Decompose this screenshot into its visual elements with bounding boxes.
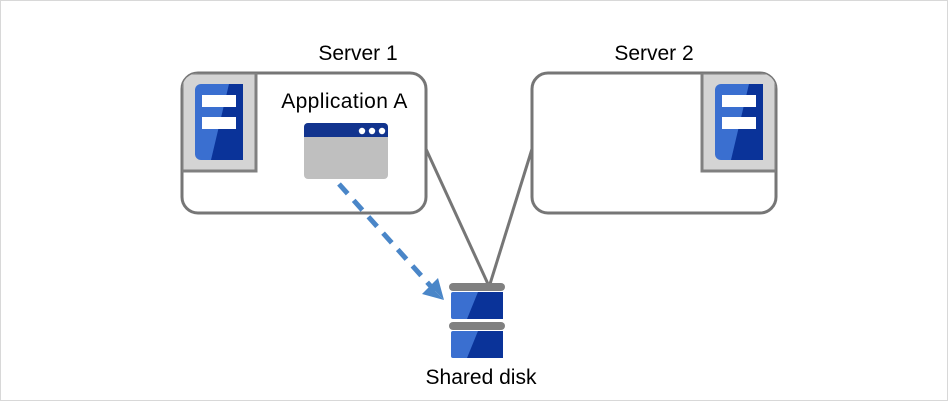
application-window-icon[interactable] bbox=[304, 123, 388, 179]
connector-server2-to-disk bbox=[488, 148, 534, 285]
server1-server-icon bbox=[182, 73, 258, 173]
dashed-arrow-app-to-disk bbox=[337, 182, 444, 300]
window-dot-2 bbox=[368, 127, 376, 135]
window-dot-3 bbox=[378, 127, 386, 135]
server1-title: Server 1 bbox=[318, 42, 398, 65]
disk-bar-bottom bbox=[449, 322, 505, 330]
application-a-label: Application A bbox=[281, 90, 408, 113]
shared-disk-icon[interactable] bbox=[449, 283, 505, 358]
connector-server1-to-disk bbox=[424, 148, 490, 285]
shared-disk-label: Shared disk bbox=[425, 366, 537, 389]
server2-server-icon bbox=[700, 73, 776, 173]
server2-title: Server 2 bbox=[614, 42, 694, 65]
disk-bar-top bbox=[449, 283, 505, 291]
window-dot-1 bbox=[358, 127, 366, 135]
